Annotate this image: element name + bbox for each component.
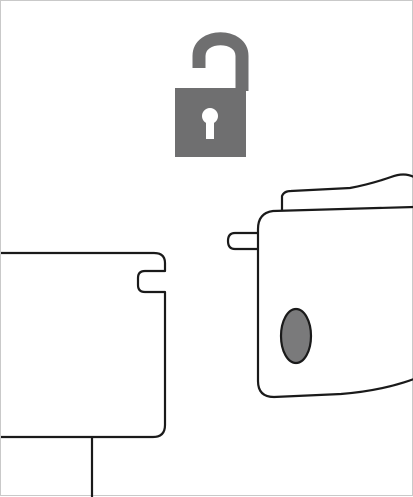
release-button <box>279 307 313 365</box>
keyhole-icon <box>202 108 218 139</box>
right-connector-body <box>256 205 413 399</box>
left-connector-body <box>1 251 167 439</box>
right-connector-tab <box>226 231 259 251</box>
unlocked-padlock-icon <box>175 32 249 157</box>
left-connector-part <box>1 251 167 497</box>
padlock-shackle <box>192 32 249 91</box>
right-connector-top-latch <box>280 173 413 211</box>
right-connector-part <box>226 173 413 399</box>
